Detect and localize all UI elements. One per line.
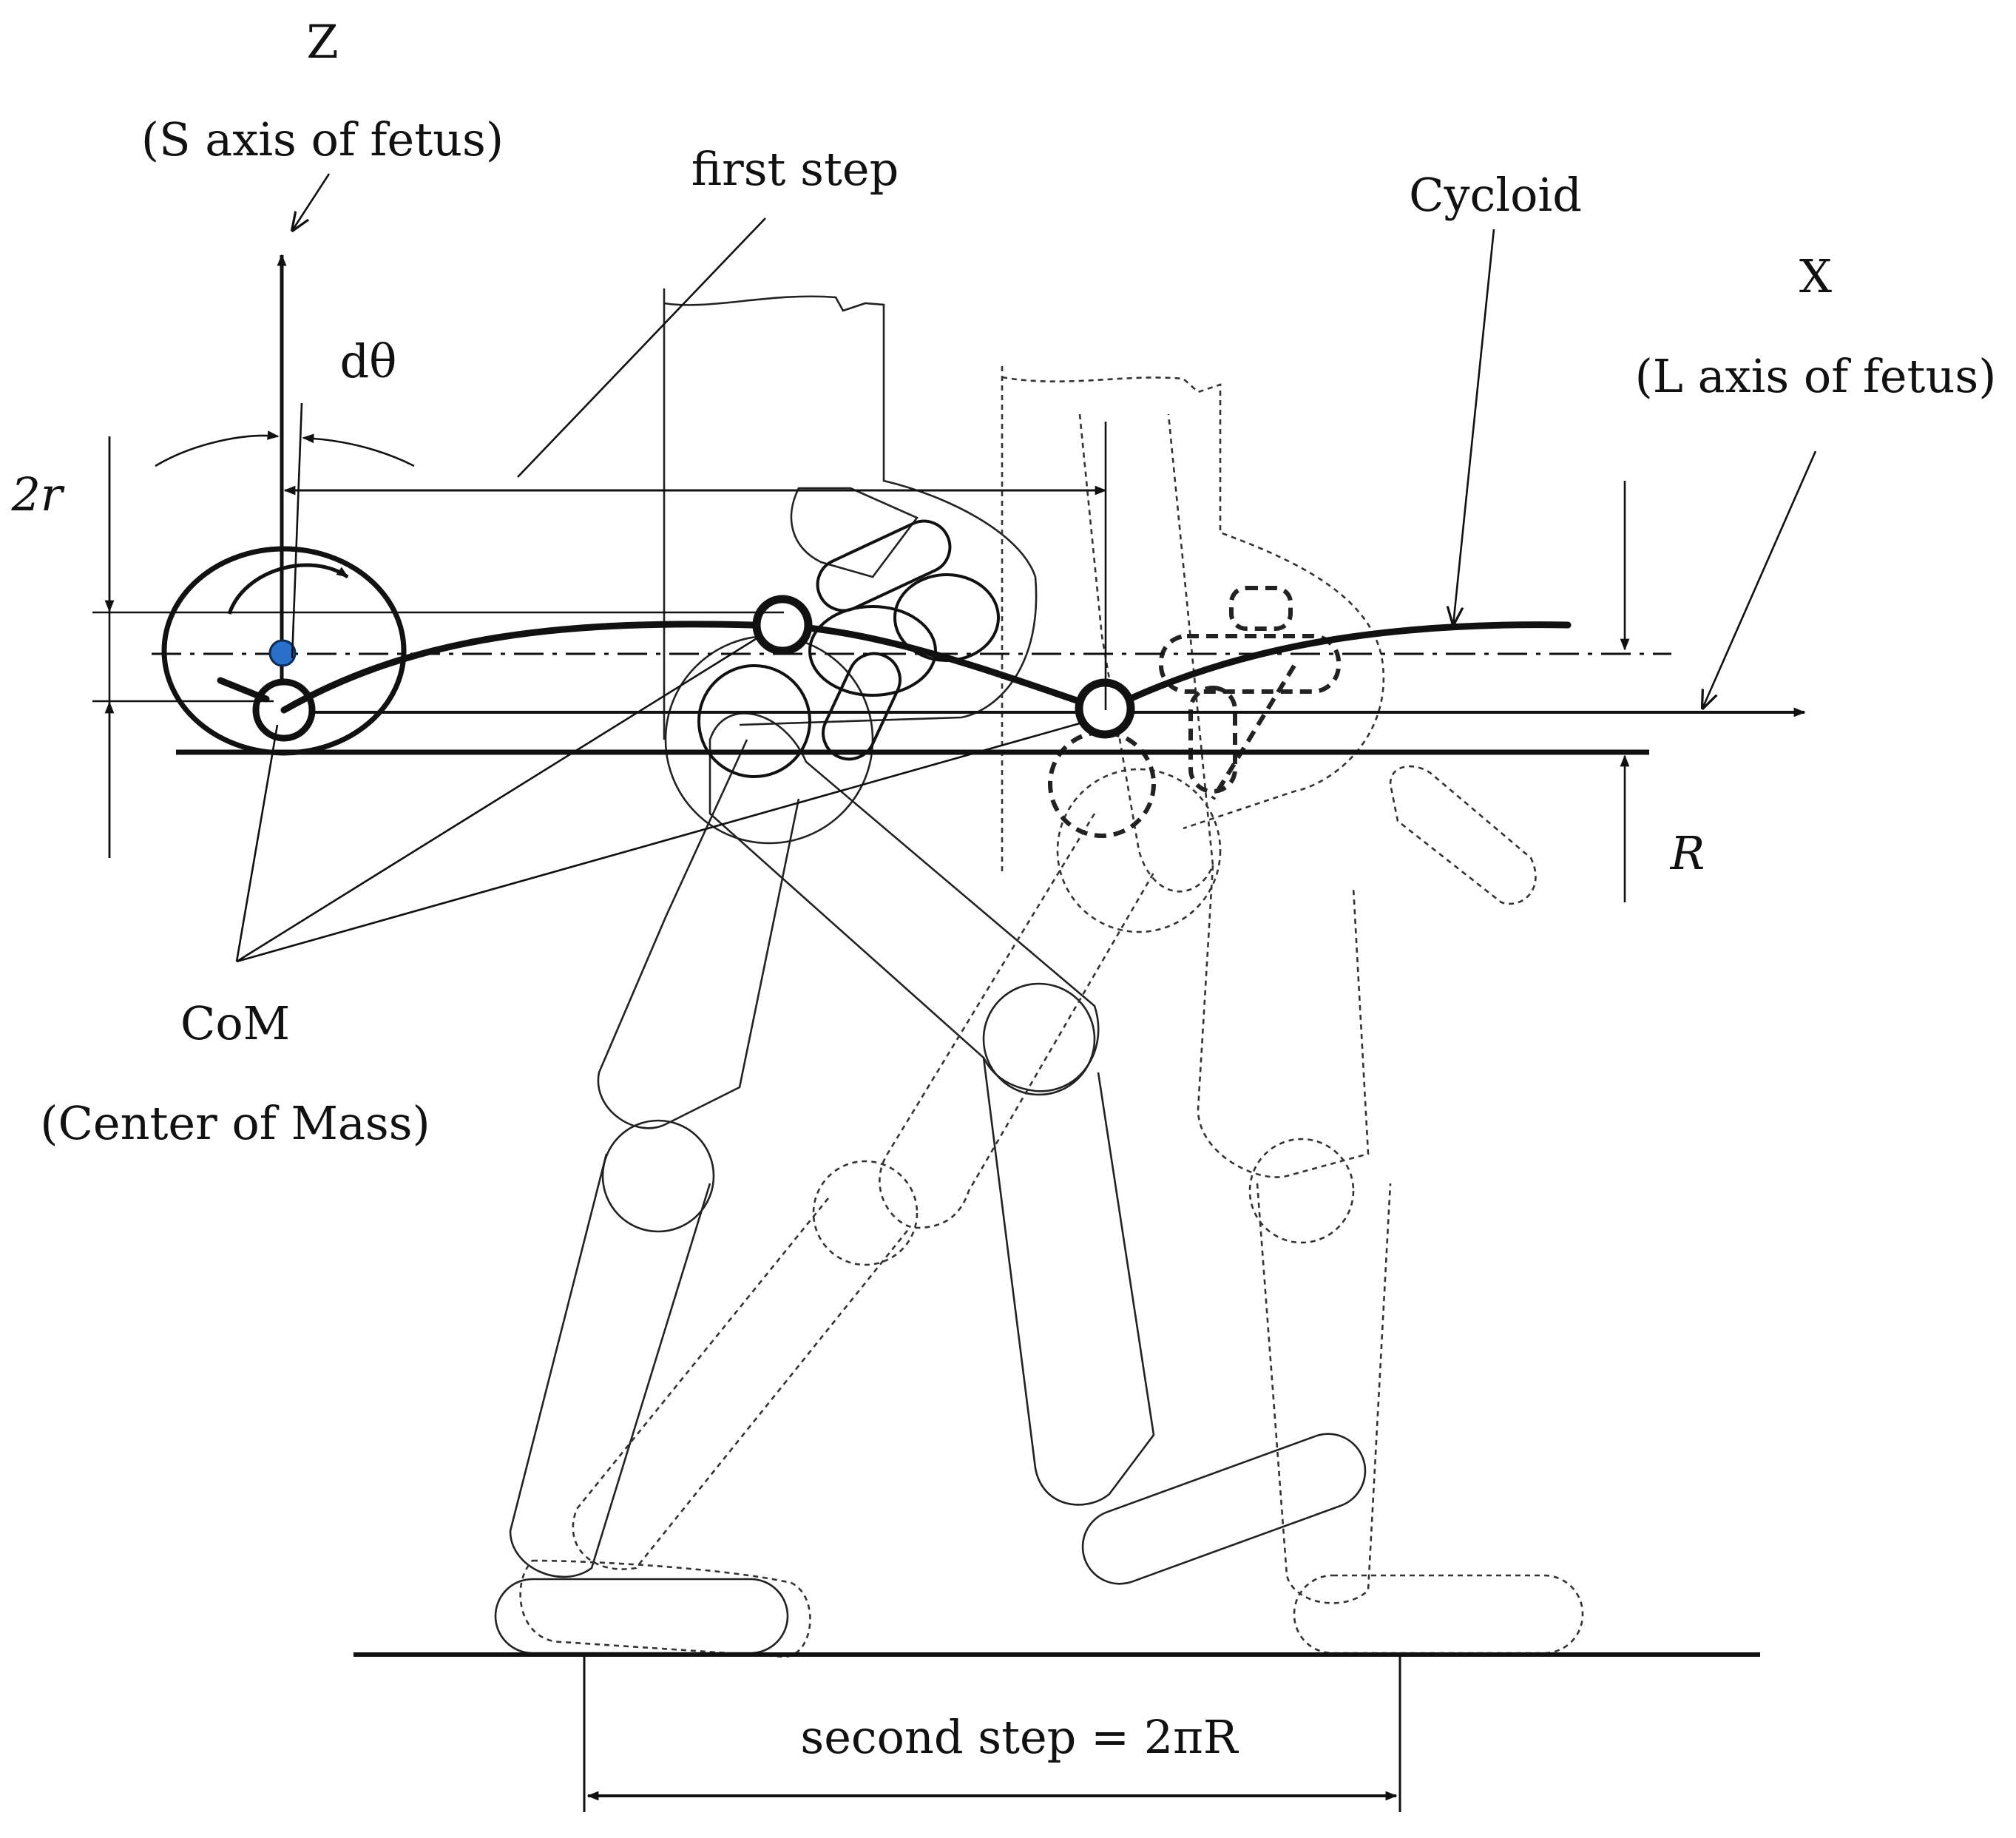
second-step-label: second step = 2πR xyxy=(800,1710,1239,1764)
cycloid-label: Cycloid xyxy=(1409,168,1582,222)
x-axis-label: X xyxy=(1799,249,1832,303)
com-description: (Center of Mass) xyxy=(40,1096,430,1150)
bold-solid-figure xyxy=(697,519,1000,778)
r-label: R xyxy=(1670,826,1705,880)
axes xyxy=(152,254,1806,1657)
com-circle-first-step xyxy=(752,595,813,655)
walker-figure-dashed xyxy=(519,366,1584,1658)
com-label: CoM xyxy=(180,996,290,1050)
dtheta-label: dθ xyxy=(339,334,396,388)
cycloid-curve xyxy=(280,621,1572,714)
walker-figure-solid xyxy=(494,288,1367,1655)
x-axis-description: (L axis of fetus) xyxy=(1635,349,1997,403)
leader-lines xyxy=(235,173,1817,963)
first-step-dimension xyxy=(283,217,1107,710)
z-axis-label: Z xyxy=(306,15,338,69)
two-r-dimension xyxy=(92,436,784,858)
bold-dashed-figure xyxy=(1048,586,1341,838)
second-step-dimension xyxy=(583,1655,1401,1812)
two-r-label: 2r xyxy=(10,467,64,521)
dtheta-angle xyxy=(155,402,415,659)
z-axis-description: (S axis of fetus) xyxy=(141,112,504,166)
com-marker xyxy=(268,639,297,667)
rolling-wheel xyxy=(161,546,407,756)
first-step-label: first step xyxy=(691,142,899,196)
